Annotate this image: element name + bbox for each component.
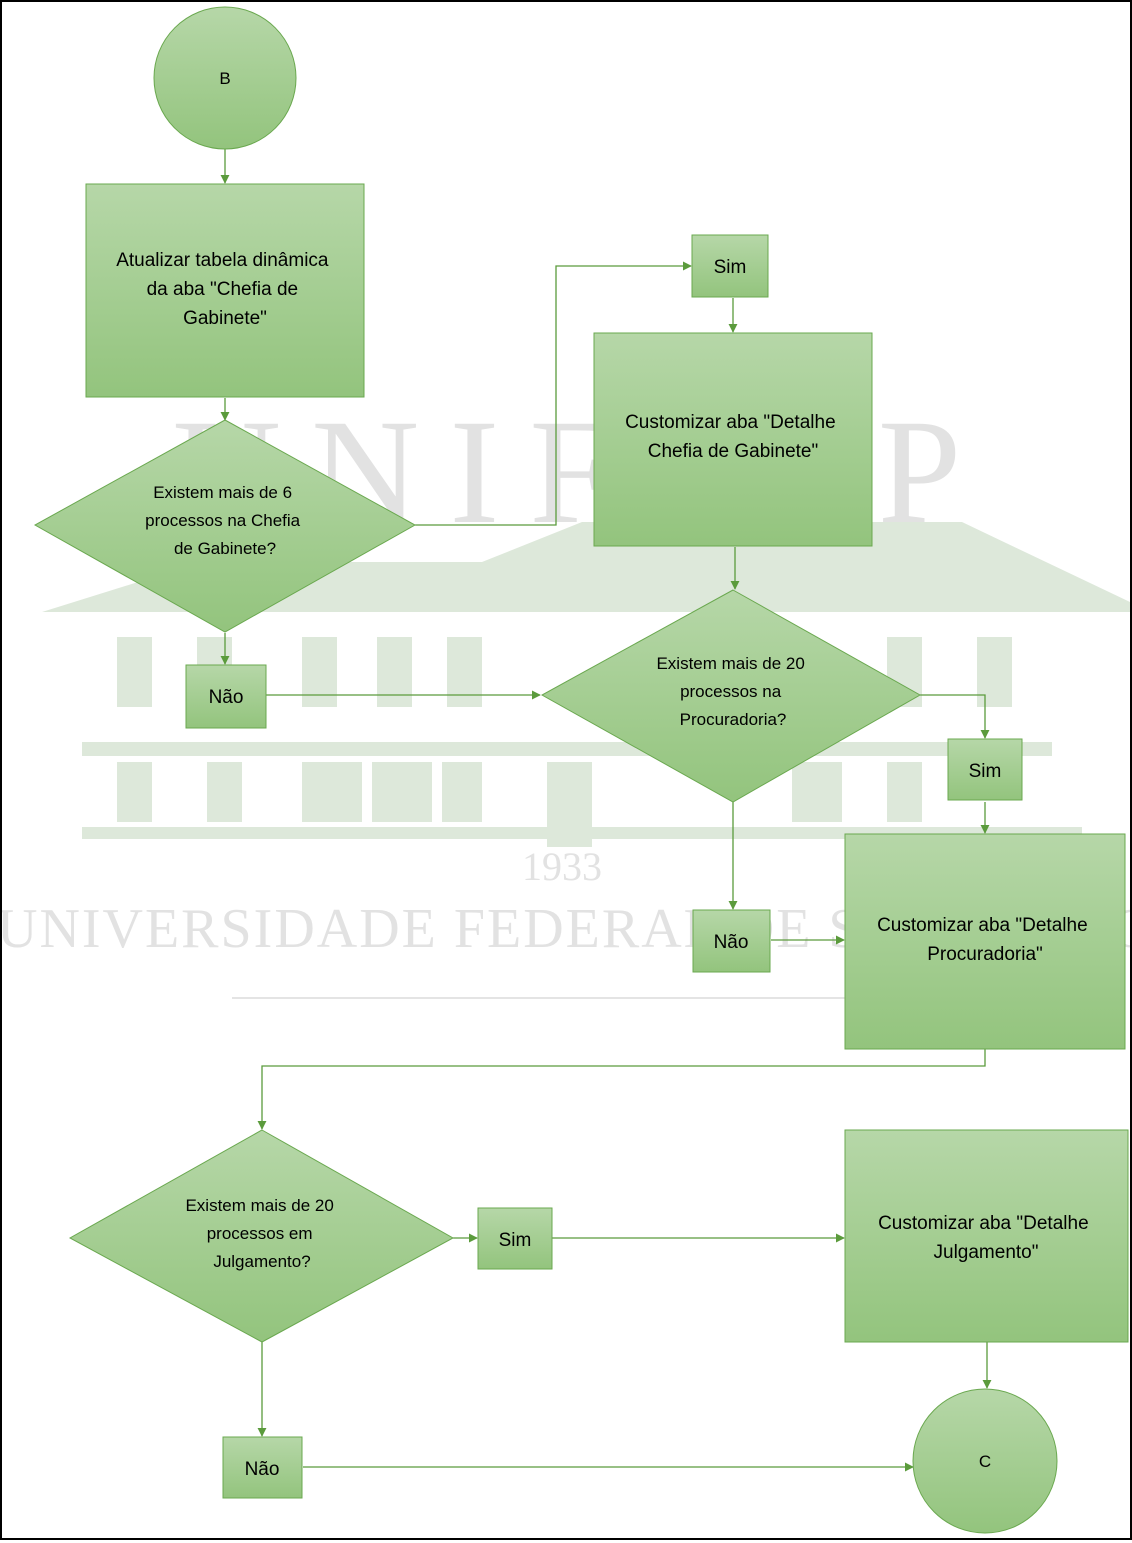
watermark-window (302, 762, 362, 822)
label-line: Chefia de Gabinete" (648, 441, 818, 462)
start-connector-label: B (219, 69, 230, 88)
process-customize-procuradoria (844, 833, 1126, 1050)
decision-julgamento-label: Existem mais de 20 processos em Julgamen… (185, 1196, 338, 1271)
decision-julgamento (68, 1129, 455, 1343)
watermark-window (117, 637, 152, 707)
process-customize-chefia (593, 332, 873, 547)
nao-procuradoria-label: Não (714, 932, 749, 953)
label-line: processos na (680, 682, 782, 701)
label-line: Julgamento" (934, 1242, 1039, 1263)
watermark-window (977, 637, 1012, 707)
watermark-window (372, 762, 432, 822)
watermark-window (302, 637, 337, 707)
watermark-window (117, 762, 152, 822)
edge-decision2-to-sim2 (920, 694, 990, 739)
process-customize-chefia-label: Customizar aba "Detalhe Chefia de Gabine… (625, 412, 841, 462)
sim-julgamento-label: Sim (499, 1230, 532, 1251)
watermark-band (82, 742, 1052, 756)
label-line: Customizar aba "Detalhe (877, 915, 1088, 936)
start-connector (153, 6, 297, 150)
decision-procuradoria-label: Existem mais de 20 processos na Procurad… (656, 654, 809, 729)
process-update-pivot (85, 183, 365, 398)
sim-procuradoria (947, 738, 1023, 801)
watermark-window (442, 762, 482, 822)
watermark-rule (232, 997, 882, 999)
label-line: processos em (207, 1224, 313, 1243)
process-customize-julgamento-label: Customizar aba "Detalhe Julgamento" (878, 1213, 1094, 1263)
nao-julgamento-label: Não (245, 1459, 280, 1480)
label-line: Julgamento? (213, 1252, 310, 1271)
nao-chefia (185, 664, 267, 729)
label-line: Existem mais de 6 (153, 483, 292, 502)
watermark-window (377, 637, 412, 707)
sim-procuradoria-label: Sim (969, 761, 1002, 782)
sim-chefia (691, 234, 769, 298)
end-connector (912, 1388, 1058, 1534)
label-line: Existem mais de 20 (185, 1196, 333, 1215)
label-line: da aba "Chefia de (147, 279, 298, 300)
watermark-year: 1933 (522, 844, 602, 889)
label-line: Atualizar tabela dinâmica (116, 250, 329, 271)
process-update-pivot-label: Atualizar tabela dinâmica da aba "Chefia… (116, 250, 334, 329)
nao-julgamento (222, 1436, 303, 1499)
decision-chefia (33, 419, 417, 633)
process-customize-procuradoria-label: Customizar aba "Detalhe Procuradoria" (877, 915, 1093, 965)
nodes: B Atualizar tabela dinâmica da aba "Chef… (33, 6, 1129, 1534)
nao-procuradoria (692, 909, 771, 973)
nao-chefia-label: Não (209, 687, 244, 708)
label-line: Customizar aba "Detalhe (878, 1213, 1089, 1234)
watermark-window (792, 762, 842, 822)
label-line: Procuradoria? (680, 710, 787, 729)
label-line: Procuradoria" (927, 944, 1043, 965)
label-line: processos na Chefia (145, 511, 301, 530)
process-customize-julgamento (844, 1129, 1129, 1343)
sim-chefia-label: Sim (714, 257, 747, 278)
watermark-window (447, 637, 482, 707)
end-connector-label: C (979, 1452, 991, 1471)
sim-julgamento (477, 1207, 553, 1270)
decision-procuradoria (540, 589, 922, 803)
watermark-window (207, 762, 242, 822)
label-line: Gabinete" (183, 308, 267, 329)
watermark-window (887, 762, 922, 822)
edge-decision1-to-sim (415, 261, 692, 526)
watermark-window (547, 762, 592, 847)
decision-chefia-label: Existem mais de 6 processos na Chefia de… (145, 483, 305, 558)
label-line: Existem mais de 20 (656, 654, 804, 673)
label-line: de Gabinete? (174, 539, 276, 558)
label-line: Customizar aba "Detalhe (625, 412, 836, 433)
